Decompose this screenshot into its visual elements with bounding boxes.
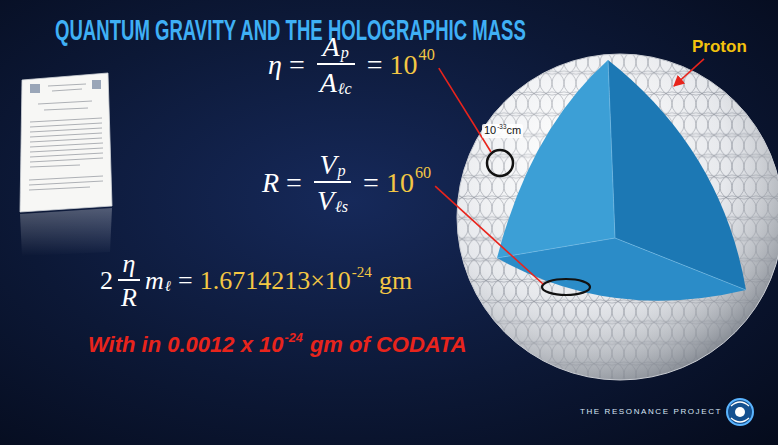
equation-symbol: ℓc <box>338 81 352 98</box>
fraction: VpVℓs <box>314 150 351 216</box>
equation-symbol: 60 <box>415 165 431 182</box>
numerator: Vp <box>316 150 348 179</box>
equation-symbol: gm <box>379 267 412 294</box>
note-text: gm of CODATA <box>310 333 467 356</box>
equation-symbol: = <box>178 267 193 294</box>
logo-text: THE RESONANCE PROJECT <box>580 408 722 416</box>
leader-line <box>439 68 491 152</box>
equation-symbol: V <box>317 186 334 215</box>
numerator: Ap <box>320 32 352 61</box>
numerator: η <box>119 250 138 277</box>
fraction-bar <box>118 279 140 281</box>
proton-sphere <box>440 40 778 400</box>
equation-symbol: R <box>121 284 137 311</box>
equation-symbol: = <box>286 168 302 197</box>
planck-volume-marker <box>542 279 590 295</box>
accuracy-note: With in 0.0012 x 10-24 gm of CODATA <box>88 333 467 356</box>
equation-symbol: A <box>323 32 340 61</box>
equation-symbol: p <box>341 45 349 62</box>
fraction-bar <box>314 181 351 183</box>
equation-symbol: p <box>338 163 346 180</box>
equation-symbol: 1.6714213×10 <box>200 267 351 294</box>
equation-symbol: = <box>289 50 305 79</box>
note-text: -24 <box>284 331 302 344</box>
equation-symbol: m <box>145 267 164 294</box>
dimension: -33 <box>497 124 506 131</box>
pointer-arrow <box>674 59 704 86</box>
equation-symbol: A <box>320 68 337 97</box>
dimension: 10 <box>484 125 496 137</box>
part-label: Proton <box>692 38 747 56</box>
denominator: R <box>118 284 140 311</box>
fraction: ApAℓc <box>317 32 355 98</box>
equation: 2ηRmℓ = 1.6714213×10-24 gm <box>100 250 412 312</box>
paper-thumbnail <box>20 73 112 256</box>
denominator: Aℓc <box>317 68 355 97</box>
leader-line <box>435 186 543 284</box>
equation-symbol: R <box>262 168 279 197</box>
equation-symbol: 10 <box>386 168 414 197</box>
equation: R=VpVℓs=1060 <box>262 150 431 216</box>
equation-symbol: ℓs <box>335 199 348 216</box>
slide-title: QUANTUM GRAVITY AND THE HOLOGRAPHIC MASS <box>55 14 526 47</box>
equation-symbol: ℓ <box>165 279 171 295</box>
equation-symbol: η <box>268 50 282 79</box>
part-label: Proton <box>692 38 747 56</box>
fraction: ηR <box>118 250 140 312</box>
equation-symbol: 2 <box>100 267 113 294</box>
equation-symbol: 40 <box>419 47 435 64</box>
equation: η=ApAℓc=1040 <box>268 32 435 98</box>
dimension-label: 10-33cm <box>482 124 523 138</box>
equation-symbol: -24 <box>352 265 372 281</box>
equation-symbol: η <box>122 250 135 277</box>
equation-symbol: = <box>363 168 379 197</box>
equation-symbol: V <box>319 150 336 179</box>
denominator: Vℓs <box>314 186 351 215</box>
note-text: With in 0.0012 x 10 <box>88 333 283 356</box>
dimension: cm <box>506 125 521 137</box>
equation-symbol: = <box>367 50 383 79</box>
logo-text: THE RESONANCE PROJECT <box>580 408 722 416</box>
planck-area-marker <box>487 150 513 176</box>
equation-symbol: 10 <box>390 50 418 79</box>
fraction-bar <box>317 63 355 65</box>
logo-icon <box>727 399 753 425</box>
